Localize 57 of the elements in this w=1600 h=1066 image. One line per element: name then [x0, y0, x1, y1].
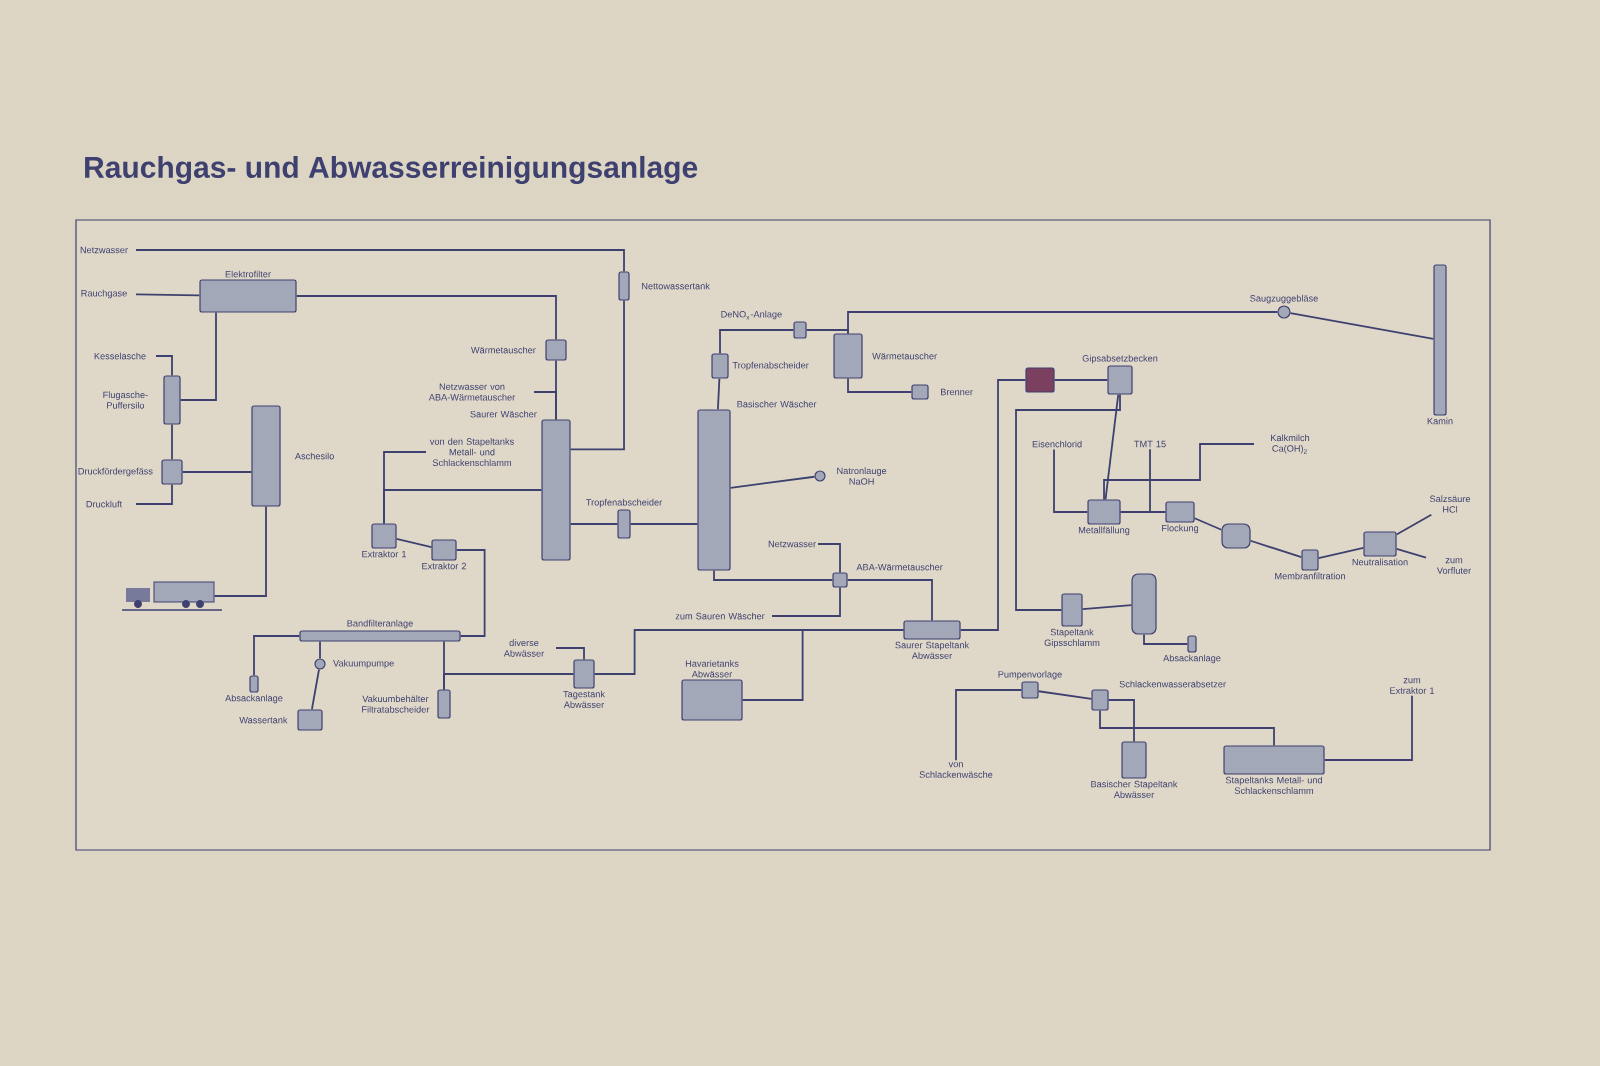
pipe-line	[817, 543, 841, 574]
pipe-line	[455, 549, 486, 637]
pipe-line	[1395, 513, 1433, 536]
pipe-line	[295, 295, 557, 341]
pipe-line	[1107, 699, 1135, 743]
pipe-line	[1119, 511, 1167, 513]
pipe-line	[135, 293, 201, 297]
pipe-line	[847, 311, 1279, 335]
pipe-line	[846, 579, 933, 622]
pipe-line	[1323, 694, 1413, 761]
pipe-line	[171, 423, 173, 461]
pipe-line	[1099, 709, 1275, 747]
pipe-line	[135, 483, 173, 505]
pipe-line	[319, 640, 321, 660]
pipe-line	[719, 329, 795, 355]
pipe-line	[629, 523, 699, 525]
pipe-line	[1143, 633, 1189, 645]
pipe-line	[805, 329, 849, 335]
pipe-line	[1103, 443, 1255, 501]
pipe-line	[155, 355, 173, 377]
pipe-line	[311, 668, 320, 711]
pipe-line	[1193, 517, 1223, 531]
pipe-line	[443, 673, 575, 691]
filter-symbol	[1131, 573, 1157, 635]
pipe-line	[713, 569, 834, 581]
pipe-line	[555, 647, 585, 661]
pipe-line	[135, 249, 625, 273]
pipe-line	[729, 475, 816, 489]
pipe-line	[1104, 393, 1120, 501]
pipe-line	[741, 629, 905, 701]
pipe-line	[213, 505, 267, 597]
pipe-line	[1015, 393, 1121, 611]
pipe-line	[1289, 312, 1435, 340]
pipe-line	[569, 299, 625, 451]
pipe-line	[1053, 448, 1089, 513]
pipe-line	[1053, 379, 1109, 381]
pipe-line	[533, 391, 557, 421]
pipe-line	[1395, 548, 1427, 559]
pipe-line	[847, 377, 913, 393]
pipe-line	[1317, 546, 1365, 559]
pipe-line	[771, 586, 841, 617]
title: Rauchgas- und Abwasserreinigungsanlage	[85, 155, 698, 185]
pipe-line	[717, 377, 721, 411]
reactor-symbol	[1025, 367, 1055, 393]
pipe-line	[181, 471, 253, 473]
pipe-line	[569, 523, 619, 525]
tank-symbol	[1221, 523, 1251, 549]
pipe-line	[383, 451, 427, 525]
pipe-line	[1081, 604, 1133, 611]
pipe-line	[395, 538, 433, 548]
pipe-line	[179, 311, 217, 401]
pipe-line	[1037, 690, 1093, 700]
pipe-line	[959, 379, 1027, 631]
truck-drawing	[121, 581, 223, 611]
pipe-line	[955, 689, 1023, 762]
pipe-line	[1249, 539, 1303, 559]
pipe-line	[253, 635, 301, 677]
